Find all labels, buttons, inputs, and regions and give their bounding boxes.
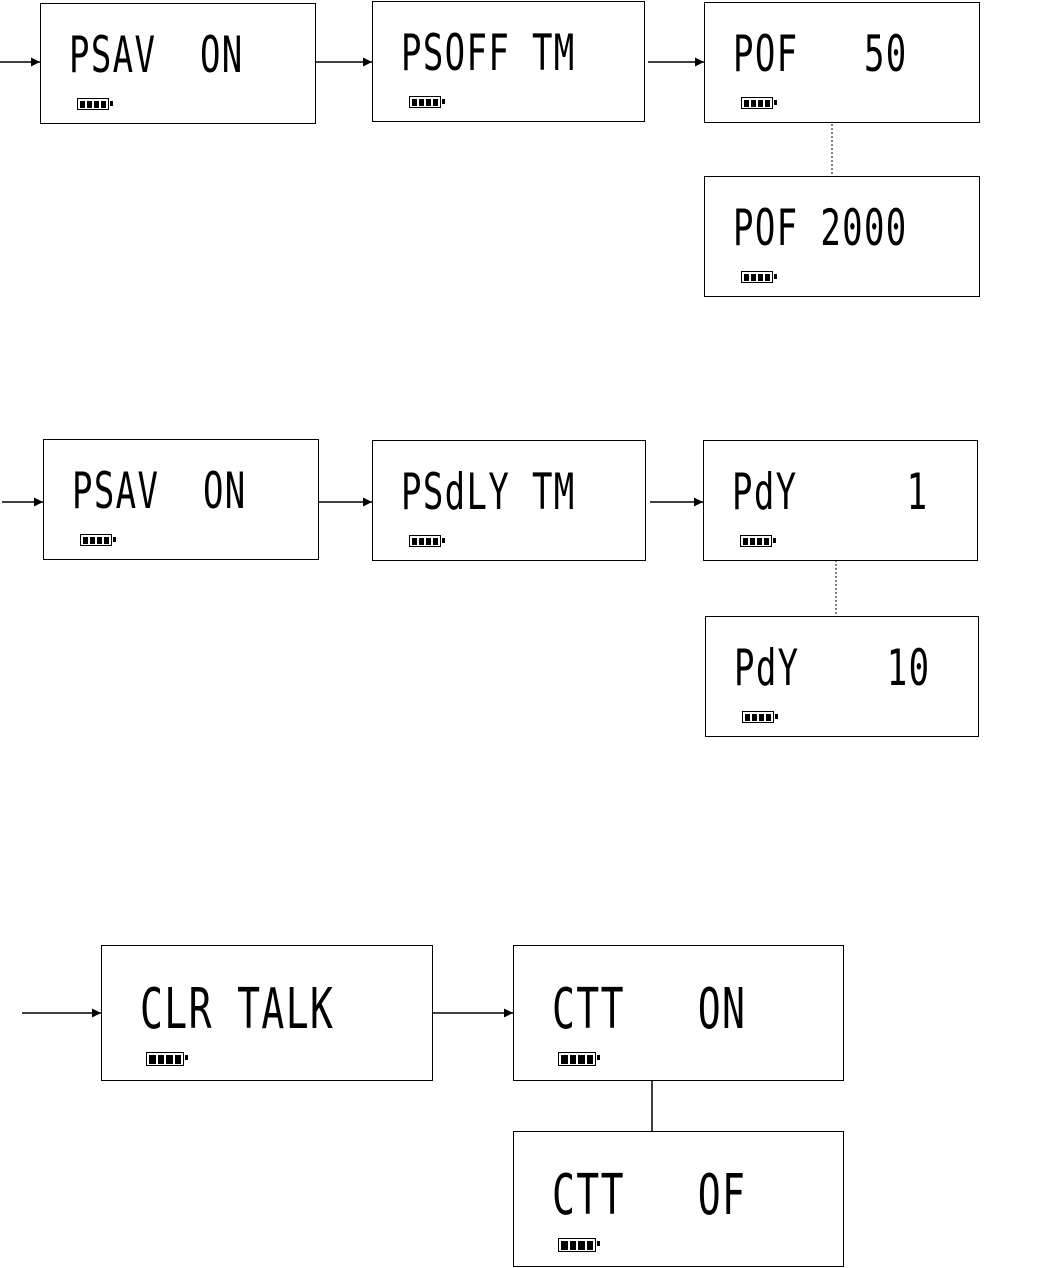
- lcd-pdy-1: PdY 1: [703, 440, 978, 561]
- battery-full-icon: [740, 535, 772, 547]
- lcd-text: PSdLY TM: [401, 467, 576, 517]
- battery-full-icon: [80, 534, 112, 546]
- battery-full-icon: [409, 96, 441, 108]
- lcd-psdly-tm: PSdLY TM: [372, 440, 646, 561]
- lcd-pdy-10: PdY 10: [705, 616, 979, 737]
- lcd-text: PSOFF TM: [401, 28, 576, 78]
- lcd-text: PSAV ON: [69, 30, 244, 80]
- battery-full-icon: [558, 1052, 596, 1066]
- battery-full-icon: [741, 97, 773, 109]
- battery-full-icon: [558, 1238, 596, 1252]
- lcd-text: PdY 10: [734, 643, 930, 693]
- lcd-clr-talk: CLR TALK: [101, 945, 433, 1081]
- lcd-psav-on-row2: PSAV ON: [43, 439, 319, 560]
- lcd-text: POF 2000: [733, 203, 908, 253]
- lcd-text: PSAV ON: [72, 466, 247, 516]
- battery-full-icon: [146, 1052, 184, 1066]
- battery-full-icon: [409, 535, 441, 547]
- lcd-ctt-on: CTT ON: [513, 945, 844, 1081]
- lcd-text: CLR TALK: [140, 982, 334, 1038]
- lcd-text: CTT ON: [552, 982, 746, 1038]
- lcd-text: PdY 1: [732, 467, 928, 517]
- lcd-psoff-tm: PSOFF TM: [372, 1, 645, 122]
- lcd-text: CTT OF: [552, 1168, 746, 1224]
- lcd-text: POF 50: [733, 29, 908, 79]
- battery-full-icon: [741, 271, 773, 283]
- lcd-ctt-of: CTT OF: [513, 1131, 844, 1267]
- lcd-psav-on-row1: PSAV ON: [40, 3, 316, 124]
- battery-full-icon: [742, 711, 774, 723]
- battery-full-icon: [77, 98, 109, 110]
- lcd-pof-50: POF 50: [704, 2, 980, 123]
- lcd-pof-2000: POF 2000: [704, 176, 980, 297]
